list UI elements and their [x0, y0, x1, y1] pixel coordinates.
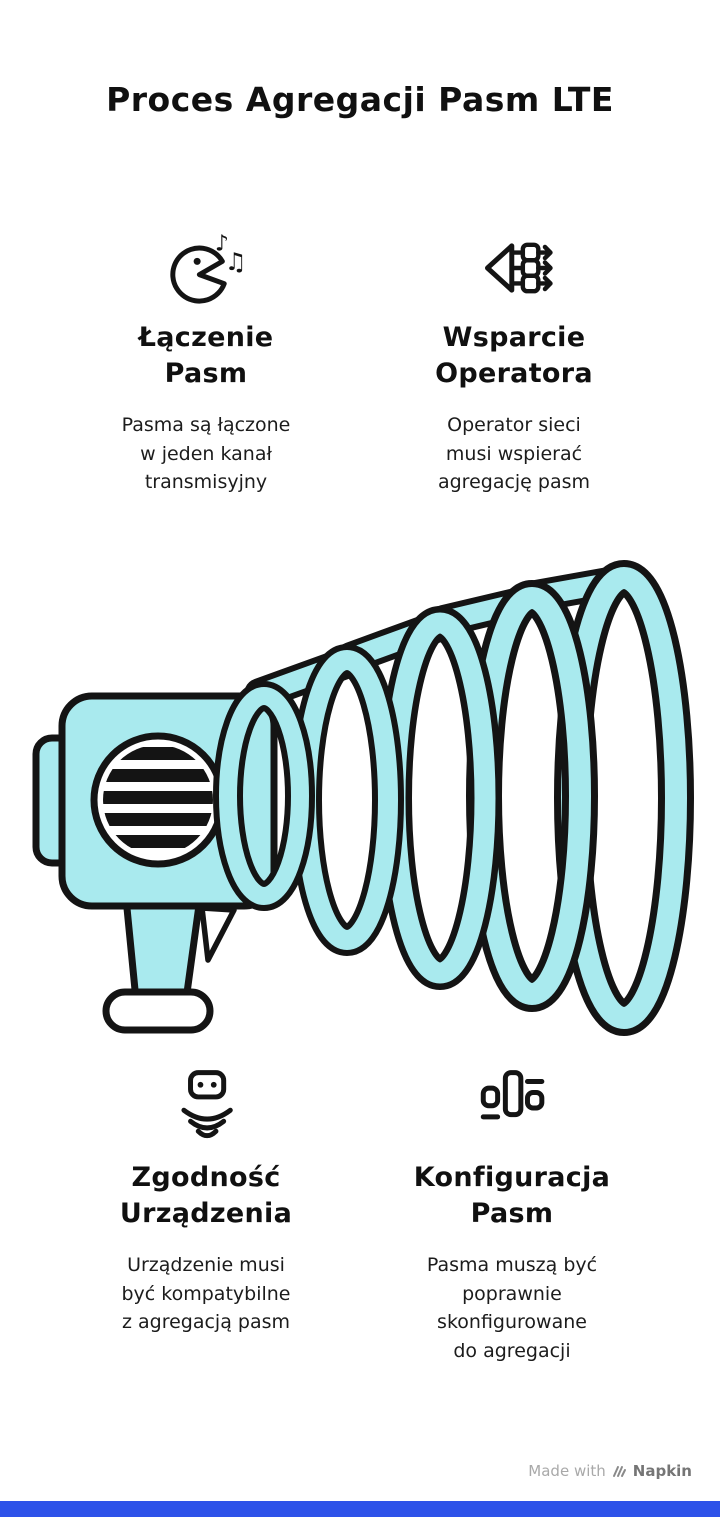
- heading-wsparcie-operatora: Wsparcie Operatora: [435, 322, 593, 389]
- description-wsparcie-operatora: Operator sieci musi wspierać agregację p…: [437, 414, 591, 494]
- heading-laczenie-pasm: Łączenie Pasm: [138, 322, 274, 389]
- device-signal-waves-icon: [50, 1062, 362, 1154]
- footer-accent-bar: [0, 1501, 720, 1517]
- heading-konfiguracja-pasm: Konfiguracja Pasm: [413, 1162, 611, 1229]
- heading-zgodnosc-urzadzenia: Zgodność Urządzenia: [119, 1162, 293, 1229]
- quadrant-wsparcie-operatora: Wsparcie Operatora Operator sieci musi w…: [358, 222, 670, 497]
- svg-text:♪: ♪: [215, 230, 229, 256]
- bars-config-icon: [356, 1062, 668, 1154]
- napkin-logo-icon: [612, 1465, 626, 1477]
- description-zgodnosc-urzadzenia: Urządzenie musi być kompatybilne z agreg…: [121, 1254, 291, 1334]
- quadrant-zgodnosc-urzadzenia: Zgodność Urządzenia Urządzenie musi być …: [50, 1062, 362, 1337]
- page-title: Proces Agregacji Pasm LTE: [106, 80, 614, 119]
- quadrant-laczenie-pasm: ♪ ♫ Łączenie Pasm Pasma są łączone w jed…: [50, 222, 362, 497]
- quadrant-konfiguracja-pasm: Konfiguracja Pasm Pasma muszą być popraw…: [356, 1062, 668, 1365]
- svg-text:♫: ♫: [225, 247, 247, 276]
- description-laczenie-pasm: Pasma są łączone w jeden kanał transmisy…: [121, 414, 291, 494]
- watermark: Made with Napkin: [528, 1462, 692, 1480]
- watermark-prefix: Made with: [528, 1462, 606, 1480]
- description-konfiguracja-pasm: Pasma muszą być poprawnie skonfigurowane…: [426, 1254, 598, 1362]
- operator-flow-icon: [358, 222, 670, 314]
- megaphone-spiral-illustration: [32, 560, 694, 1036]
- watermark-brand: Napkin: [632, 1462, 692, 1480]
- face-music-notes-icon: ♪ ♫: [50, 222, 362, 314]
